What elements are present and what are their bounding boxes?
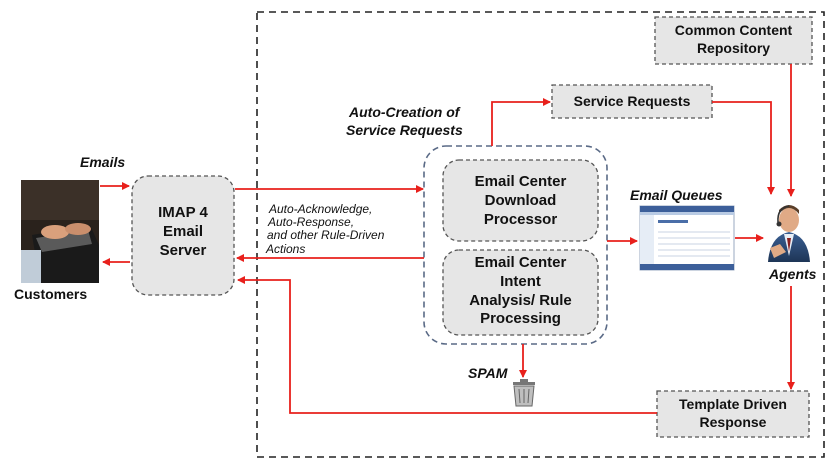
imap-line-3: Server	[159, 241, 207, 259]
arrow-sr-to-agents	[712, 101, 775, 195]
email-queue-image	[639, 205, 735, 271]
agents-label: Agents	[769, 266, 817, 282]
common-content-repository-label: Common Content Repository	[655, 22, 812, 57]
auto-ack-line-4: Actions	[266, 241, 306, 256]
emails-label: Emails	[80, 154, 126, 170]
auto-ack-line-1: Auto-Acknowledge,	[269, 202, 373, 216]
email-center-group	[423, 145, 608, 345]
imap-line-1: IMAP 4	[158, 204, 208, 221]
intent-line-3: Analysis/ Rule	[469, 291, 572, 309]
customer-image	[21, 180, 99, 283]
template-driven-response-box	[656, 390, 810, 438]
imap-server-box	[131, 175, 235, 296]
service-requests-label: Service Requests	[573, 93, 691, 109]
common-content-line-2: Repository	[696, 39, 771, 56]
download-processor-label: Email Center Download Processor	[443, 173, 598, 229]
intent-line-1: Email Center	[474, 254, 567, 271]
imap-line-2: Email	[162, 222, 204, 240]
intent-line-2: Intent	[500, 272, 541, 290]
arrow-template-to-imap	[237, 276, 657, 414]
customers-label: Customers	[14, 286, 88, 302]
common-content-line-1: Common Content	[674, 22, 793, 38]
arrow-auto-creation	[491, 98, 551, 146]
service-requests-box	[551, 84, 713, 119]
trash-icon	[513, 379, 535, 407]
auto-ack-line-3: and other Rule-Driven	[267, 228, 385, 243]
download-line-3: Processor	[483, 210, 558, 228]
intent-line-4: Processing	[480, 310, 561, 328]
download-line-2: Download	[484, 191, 557, 209]
email-queues-label: Email Queues	[630, 187, 723, 203]
template-line-1: Template Driven	[679, 396, 787, 412]
agent-image	[768, 205, 810, 262]
common-content-repository-box	[654, 16, 813, 65]
rule-driven-actions-label: Auto-Acknowledge, Auto-Response, and oth…	[265, 202, 385, 256]
download-line-1: Email Center	[474, 173, 567, 190]
imap-server-label: IMAP 4 Email Server	[132, 204, 234, 260]
auto-creation-line-2: Service Requests	[346, 122, 463, 139]
auto-ack-line-2: Auto-Response,	[268, 215, 355, 230]
auto-creation-line-1: Auto-Creation of	[349, 104, 460, 120]
spam-label: SPAM	[468, 365, 508, 381]
intent-analysis-label: Email Center Intent Analysis/ Rule Proce…	[443, 254, 598, 329]
template-line-2: Response	[699, 413, 767, 430]
template-driven-response-label: Template Driven Response	[657, 396, 809, 431]
system-boundary	[256, 11, 825, 458]
auto-creation-label: Auto-Creation of Service Requests	[346, 103, 463, 139]
download-processor-box	[442, 159, 599, 242]
intent-analysis-box	[442, 249, 599, 336]
